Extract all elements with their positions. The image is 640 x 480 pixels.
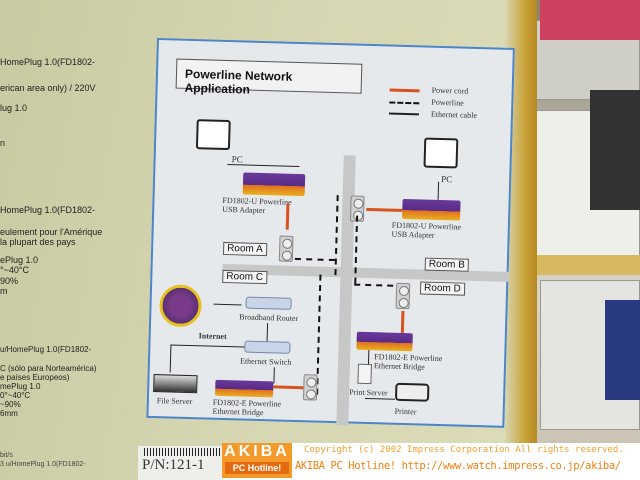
- spec-text: bit/s: [0, 452, 13, 459]
- logo-bottom: PC Hotline!: [225, 462, 289, 474]
- spec-text: HomePlug 1.0(FD1802-: [0, 205, 96, 215]
- bridge-label: Ethernet Bridge: [373, 361, 425, 372]
- ethernet-cable: [213, 303, 242, 306]
- ethernet-cable: [266, 323, 269, 342]
- room-a-label: Room A: [222, 241, 267, 257]
- printer-label: Printer: [394, 406, 417, 417]
- barcode-label: P/N:121-1: [138, 446, 228, 480]
- spec-text: 6mm: [0, 409, 18, 418]
- spec-text: u/HomePlug 1.0(FD1802-: [0, 345, 92, 354]
- pc-label: PC: [441, 173, 453, 185]
- ethernet-cable: [169, 344, 172, 373]
- print-server-label: Print Server: [349, 387, 388, 398]
- spec-text: 3 u/HomePlug 1.0(FD1802-: [0, 461, 86, 468]
- spec-text: 90%: [0, 276, 19, 286]
- ethernet-cable: [227, 164, 300, 168]
- spec-text: e países Europeos): [0, 373, 70, 382]
- usb-adapter-icon: [402, 198, 461, 221]
- internet-globe-icon: [158, 284, 203, 328]
- switch-icon: [244, 340, 291, 354]
- room-d-label: Room D: [419, 281, 465, 296]
- outlet-icon: [278, 235, 294, 262]
- spec-text: m: [0, 286, 8, 296]
- outlet-icon: [302, 374, 318, 401]
- room-c-label: Room C: [222, 269, 268, 285]
- adapter-label: USB Adapter: [222, 204, 266, 216]
- pc-icon: [195, 119, 231, 151]
- power-cord-legend-icon: [389, 88, 420, 93]
- shelf-edge: [520, 255, 640, 275]
- usb-adapter-icon: [242, 172, 306, 197]
- shelf-product: [605, 300, 640, 400]
- legend-ethernet: Ethernet cable: [430, 109, 478, 120]
- shelf-product: [540, 0, 640, 40]
- powerline: [334, 195, 339, 276]
- diagram-title: Powerline Network Application: [175, 58, 363, 97]
- room-b-label: Room B: [424, 257, 470, 272]
- copyright-text: Copyright (c) 2002 Impress Corporation A…: [304, 445, 624, 455]
- pc-label: PC: [231, 154, 243, 165]
- legend-powerline: Powerline: [431, 97, 464, 108]
- outlet-icon: [395, 282, 411, 310]
- adapter-label: USB Adapter: [391, 229, 435, 240]
- router-label: Broadband Router: [239, 312, 299, 324]
- shelf-product: [590, 90, 640, 210]
- pc-icon: [423, 137, 459, 169]
- ethernet-cable: [170, 344, 245, 348]
- watermark-url: AKIBA PC Hotline! http://www.watch.impre…: [295, 460, 621, 472]
- spec-text: ePlug 1.0: [0, 255, 39, 265]
- ethernet-bridge-icon: [356, 331, 413, 352]
- ethernet-legend-icon: [388, 112, 419, 116]
- spec-text: erican area only) / 220V: [0, 83, 96, 93]
- spec-text: C (sólo para Norteamérica): [0, 364, 97, 373]
- switch-label: Ethernet Switch: [239, 356, 292, 367]
- store-background: [520, 0, 640, 480]
- spec-text: 0°~40°C: [0, 391, 31, 400]
- ethernet-cable: [367, 350, 370, 365]
- spec-text: n: [0, 138, 6, 148]
- printer-icon: [394, 382, 430, 402]
- power-cord: [285, 203, 290, 230]
- legend-power-cord: Power cord: [431, 85, 469, 96]
- spec-text: °~40°C: [0, 265, 29, 275]
- bridge-label: Ethernet Bridge: [212, 406, 264, 418]
- barcode: [144, 448, 224, 456]
- logo-top: AKIBA: [224, 443, 290, 460]
- spec-text: ~90%: [0, 400, 21, 409]
- power-cord: [400, 310, 405, 334]
- spec-text: eulement pour l'Amérique: [0, 227, 103, 237]
- ethernet-cable: [437, 181, 440, 200]
- print-server-icon: [357, 363, 372, 385]
- spec-text: la plupart des pays: [0, 237, 76, 247]
- akiba-logo: AKIBA PC Hotline!: [222, 443, 292, 478]
- ethernet-bridge-icon: [215, 379, 274, 398]
- network-diagram: Powerline Network Application Power cord…: [146, 38, 515, 428]
- spec-text: lug 1.0: [0, 103, 28, 113]
- power-cord: [366, 207, 403, 212]
- file-server-icon: [153, 374, 198, 394]
- internet-label: Internet: [198, 331, 227, 342]
- spec-text: mePlug 1.0: [0, 382, 41, 391]
- ethernet-cable: [273, 367, 275, 384]
- powerline: [294, 257, 335, 262]
- powerline-legend-icon: [389, 101, 420, 105]
- spec-text: HomePlug 1.0(FD1802-: [0, 57, 96, 67]
- part-number: P/N:121-1: [142, 457, 205, 473]
- router-icon: [245, 296, 292, 310]
- file-server-label: File Server: [156, 396, 193, 407]
- ethernet-cable: [365, 397, 396, 400]
- power-cord: [273, 385, 304, 390]
